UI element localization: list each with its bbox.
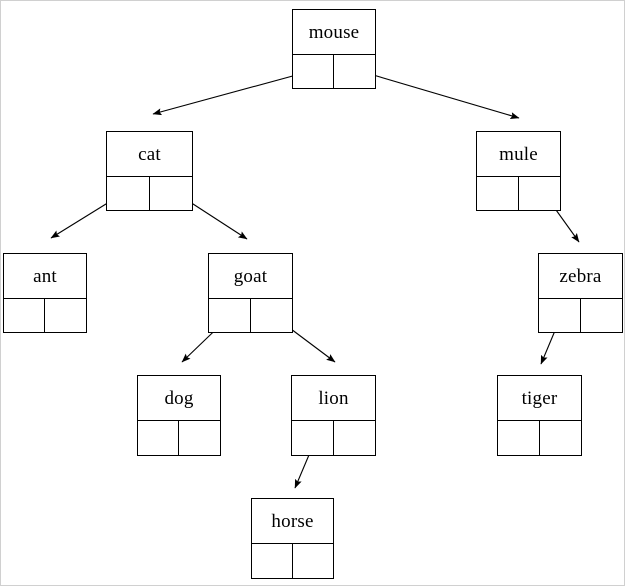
right-pointer-cell[interactable] [334,55,375,88]
tree-node-cat[interactable]: cat [106,131,193,211]
tree-node-goat[interactable]: goat [208,253,293,333]
tree-node-label: ant [33,265,57,287]
tree-node-label: mouse [308,21,360,43]
tree-node-mule[interactable]: mule [476,131,561,211]
tree-node-label: goat [233,265,268,287]
right-pointer-cell[interactable] [519,177,561,210]
tree-node-pointer-row [477,176,560,210]
tree-edge-mouse-to-mule [352,68,520,119]
tree-node-lion[interactable]: lion [291,375,376,456]
left-pointer-cell[interactable] [293,55,334,88]
tree-node-pointer-row [292,420,375,455]
right-pointer-cell[interactable] [581,299,623,332]
left-pointer-cell[interactable] [292,421,334,455]
tree-node-label: cat [138,143,161,165]
tree-node-pointer-row [252,543,333,578]
tree-node-pointer-row [138,420,220,455]
right-pointer-cell[interactable] [179,421,220,455]
tree-node-pointer-row [293,54,375,88]
tree-edge-mouse-to-cat [152,70,312,116]
tree-node-pointer-row [209,298,292,332]
tree-node-label: dog [164,387,194,409]
tree-node-pointer-row [4,298,86,332]
left-pointer-cell[interactable] [138,421,179,455]
tree-node-zebra[interactable]: zebra [538,253,623,333]
left-pointer-cell[interactable] [209,299,251,332]
left-pointer-cell[interactable] [4,299,45,332]
tree-node-horse[interactable]: horse [251,498,334,579]
right-pointer-cell[interactable] [251,299,293,332]
right-pointer-cell[interactable] [293,544,334,578]
tree-node-dog[interactable]: dog [137,375,221,456]
tree-node-pointer-row [498,420,581,455]
tree-node-mouse[interactable]: mouse [292,9,376,89]
right-pointer-cell[interactable] [45,299,86,332]
tree-node-label: mule [499,143,538,165]
tree-node-label: lion [318,387,349,409]
right-pointer-cell[interactable] [540,421,582,455]
tree-node-label: tiger [521,387,558,409]
left-pointer-cell[interactable] [252,544,293,578]
left-pointer-cell[interactable] [498,421,540,455]
tree-node-pointer-row [539,298,622,332]
right-pointer-cell[interactable] [334,421,376,455]
tree-node-ant[interactable]: ant [3,253,87,333]
left-pointer-cell[interactable] [539,299,581,332]
tree-node-label: zebra [559,265,602,287]
tree-node-pointer-row [107,176,192,210]
tree-node-tiger[interactable]: tiger [497,375,582,456]
tree-node-label: horse [271,510,314,532]
left-pointer-cell[interactable] [107,177,150,210]
left-pointer-cell[interactable] [477,177,519,210]
right-pointer-cell[interactable] [150,177,193,210]
